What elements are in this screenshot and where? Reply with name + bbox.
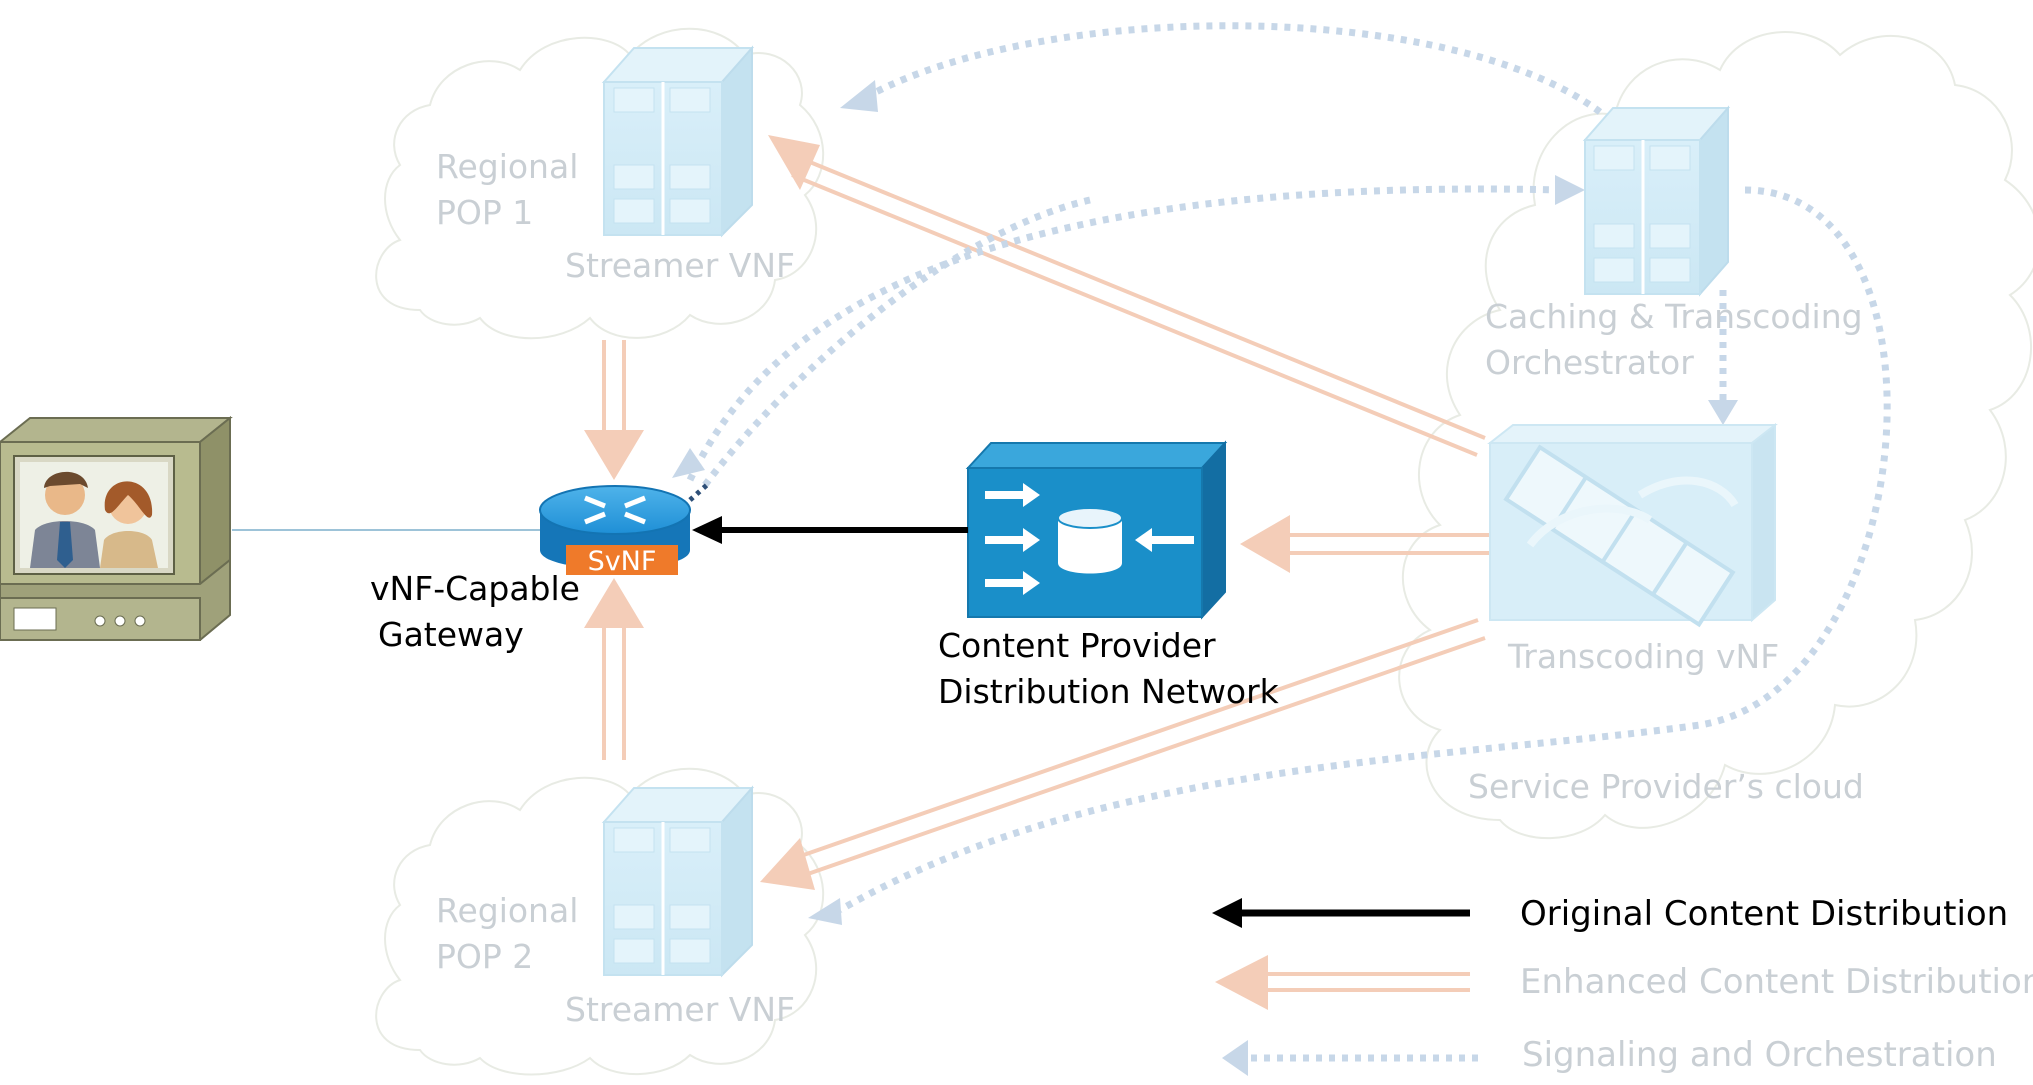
pop2-label-line1: Regional bbox=[436, 891, 578, 930]
service-provider-cloud-label: Service Provider’s cloud bbox=[1468, 767, 1864, 806]
pop1-server-label: Streamer VNF bbox=[565, 246, 795, 285]
signaling-gateway-to-orchestrator bbox=[686, 185, 1561, 488]
pop2-label-line2: POP 2 bbox=[436, 937, 533, 976]
enhanced-arrow-pop1-to-gateway bbox=[584, 340, 644, 480]
gateway-label-line1: vNF-Capable bbox=[370, 569, 580, 608]
enhanced-arrow-transcoder-to-pop2 bbox=[760, 618, 1486, 890]
gateway-label-line2: Gateway bbox=[378, 615, 524, 654]
cpdn-label-line2: Distribution Network bbox=[938, 672, 1280, 711]
signaling-gateway-tick bbox=[688, 482, 710, 502]
tv-viewer-icon bbox=[0, 415, 233, 641]
enhanced-arrow-transcoder-to-pop1 bbox=[768, 135, 1486, 457]
svnf-badge bbox=[566, 545, 678, 575]
transcoding-vnf-icon bbox=[1487, 422, 1778, 628]
legend-original-swatch bbox=[1212, 898, 1470, 928]
enhanced-arrow-transcoder-to-cpdn bbox=[1240, 515, 1490, 573]
signaling-head-transcoder bbox=[1708, 400, 1738, 425]
cpdn-label-line1: Content Provider bbox=[938, 626, 1216, 665]
original-arrow-cpdn-to-gateway bbox=[692, 516, 968, 544]
streamer-vnf-server-pop1 bbox=[601, 45, 755, 238]
signaling-head-orchestrator bbox=[1555, 175, 1585, 205]
streamer-vnf-server-pop2 bbox=[601, 785, 755, 978]
legend: Original Content Distribution Enhanced C… bbox=[1212, 894, 2033, 1076]
legend-signaling-label: Signaling and Orchestration bbox=[1522, 1035, 1997, 1075]
pop2-server-label: Streamer VNF bbox=[565, 990, 795, 1029]
content-provider-distribution-network-icon bbox=[965, 440, 1228, 620]
signaling-orchestrator-to-pop2 bbox=[838, 186, 1891, 914]
legend-original-label: Original Content Distribution bbox=[1520, 894, 2008, 934]
legend-enhanced-label: Enhanced Content Distribution bbox=[1520, 962, 2033, 1002]
svnf-badge-label: SvNF bbox=[588, 546, 657, 577]
legend-enhanced-swatch bbox=[1215, 955, 1470, 1010]
signaling-head-pop1 bbox=[840, 80, 878, 112]
orchestrator-label-line2: Orchestrator bbox=[1485, 343, 1694, 382]
pop1-label-line1: Regional bbox=[436, 147, 578, 186]
enhanced-arrow-pop2-to-gateway bbox=[584, 578, 644, 760]
pop1-label-line2: POP 1 bbox=[436, 193, 533, 232]
orchestrator-server bbox=[1582, 105, 1731, 297]
orchestrator-label-line1: Caching & Transcoding bbox=[1485, 297, 1863, 336]
svnf-gateway-router-icon: SvNF bbox=[539, 485, 691, 577]
legend-signaling-swatch bbox=[1222, 1040, 1478, 1076]
signaling-head-pop2 bbox=[808, 898, 842, 925]
signaling-orchestrator-to-pop1 bbox=[868, 22, 1603, 115]
transcoder-label: Transcoding vNF bbox=[1507, 637, 1779, 676]
signaling-head-gateway bbox=[672, 448, 705, 478]
